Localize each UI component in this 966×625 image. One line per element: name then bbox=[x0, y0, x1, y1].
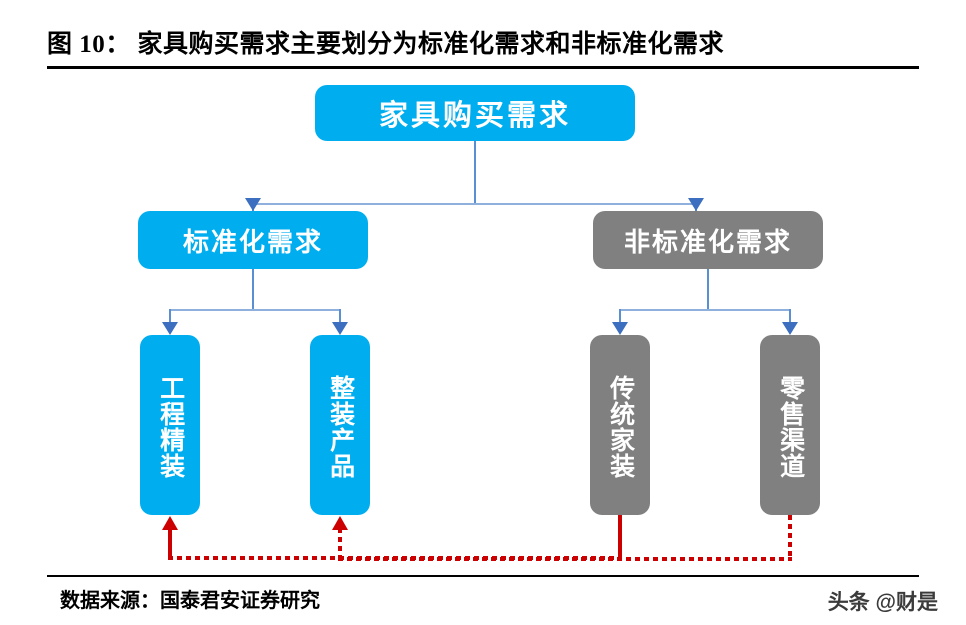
connector-standard-left-drop bbox=[169, 309, 171, 327]
feedback-arrow-wholepkg bbox=[332, 516, 348, 530]
connector-nonstandard-right-drop bbox=[789, 309, 791, 327]
source-note: 数据来源：国泰君安证券研究 bbox=[60, 590, 320, 612]
arrow-to-wholepkg bbox=[332, 322, 348, 335]
connector-nonstandard-left-drop bbox=[619, 309, 621, 327]
connector-standard-bar bbox=[169, 309, 341, 311]
connector-nonstandard-bar bbox=[619, 309, 791, 311]
node-whole-package-product[interactable]: 整装产品 bbox=[310, 335, 370, 515]
node-retail-channel[interactable]: 零售渠道 bbox=[760, 335, 820, 515]
feedback-retail-down bbox=[788, 515, 792, 561]
feedback-retail-run bbox=[338, 557, 792, 561]
node-engineering-finishing[interactable]: 工程精装 bbox=[140, 335, 200, 515]
arrow-to-retail bbox=[782, 322, 798, 335]
node-traditional-home-decor[interactable]: 传统家装 bbox=[590, 335, 650, 515]
feedback-wholepkg-up bbox=[338, 528, 342, 558]
node-root-demand[interactable]: 家具购买需求 bbox=[315, 85, 635, 141]
node-nonstandardized-demand[interactable]: 非标准化需求 bbox=[593, 211, 823, 269]
feedback-traditional-down bbox=[618, 515, 622, 559]
connector-nonstandard-stem bbox=[707, 269, 709, 311]
node-standardized-demand[interactable]: 标准化需求 bbox=[138, 211, 368, 269]
watermark-label: 头条 @财是 bbox=[827, 591, 938, 614]
feedback-arrow-engineering bbox=[162, 516, 178, 530]
arrow-to-standard bbox=[245, 198, 261, 211]
feedback-engineering-up bbox=[168, 528, 172, 558]
page-title: 图 10： 家具购买需求主要划分为标准化需求和非标准化需求 bbox=[47, 31, 725, 58]
connector-root-bar bbox=[253, 203, 696, 205]
connector-root-stem bbox=[474, 141, 476, 205]
arrow-to-nonstandard bbox=[688, 198, 704, 211]
connector-standard-right-drop bbox=[339, 309, 341, 327]
footer-divider bbox=[47, 575, 919, 577]
arrow-to-traditional bbox=[612, 322, 628, 335]
title-divider bbox=[47, 66, 919, 69]
connector-standard-stem bbox=[252, 269, 254, 311]
arrow-to-engineering bbox=[162, 322, 178, 335]
